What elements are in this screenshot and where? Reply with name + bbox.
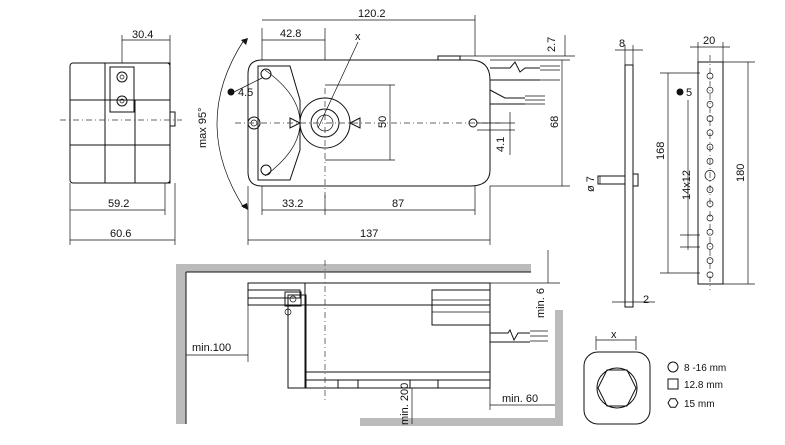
- bracket-hole: [706, 115, 714, 122]
- bracket-hole: [706, 257, 714, 264]
- dim-min6: min. 6: [535, 288, 547, 318]
- top-view: x 42.8 120.2 4.5 max 95° 50 68 2.7: [197, 8, 575, 245]
- legend-hexagon-label: 15 mm: [684, 399, 715, 410]
- dim-2: 2: [643, 294, 649, 306]
- shaft-adapter-view: x: [583, 329, 651, 425]
- bracket-hole: [706, 72, 714, 80]
- dim-2-7: 2.7: [546, 37, 558, 52]
- dim-50: 50: [377, 116, 389, 128]
- dim-8: 8: [619, 38, 625, 50]
- legend-circle-label: 8 -16 mm: [684, 363, 726, 374]
- dim-7: ø 7: [585, 176, 597, 192]
- side-view: 30.4 59.2 60.6: [60, 29, 182, 245]
- bracket-hole: [706, 129, 714, 137]
- dim-42-8: 42.8: [280, 28, 301, 40]
- dim-min60: min. 60: [502, 393, 538, 405]
- bracket-hole: [706, 228, 714, 236]
- bracket-front-view: 20 5 168 14x12 180: [655, 35, 755, 290]
- bracket-hole: [706, 271, 714, 279]
- bracket-hole: [706, 101, 714, 108]
- bracket-hole: [706, 157, 714, 165]
- dim-59-2: 59.2: [108, 198, 129, 210]
- bracket-hole: [706, 200, 714, 208]
- bracket-hole: [706, 243, 714, 250]
- dim-4-5: 4.5: [238, 87, 253, 99]
- dim-87: 87: [392, 198, 404, 210]
- dim-120-2: 120.2: [358, 8, 386, 20]
- dim-20: 20: [703, 35, 715, 47]
- bracket-hole: [706, 214, 714, 222]
- dim-137: 137: [360, 228, 378, 240]
- dim-min200: min. 200: [399, 383, 411, 425]
- bracket-hole: [706, 143, 714, 151]
- dim-180: 180: [735, 164, 747, 182]
- legend-hexagon-icon: [667, 398, 679, 408]
- legend-square-icon: [667, 378, 679, 390]
- dim-168: 168: [655, 142, 667, 160]
- legend-circle-icon: [667, 361, 679, 373]
- bracket-hole: [706, 86, 714, 94]
- dim-60-6: 60.6: [110, 228, 131, 240]
- dim-max95: max 95°: [197, 108, 209, 148]
- dim-5: 5: [686, 87, 692, 99]
- dim-x2: x: [611, 329, 617, 341]
- dim-33-2: 33.2: [282, 198, 303, 210]
- dim-min100: min.100: [192, 342, 231, 354]
- bracket-side-view: 8 ø 7 2: [585, 38, 655, 308]
- dim-68: 68: [549, 116, 561, 128]
- bracket-hole: [704, 170, 716, 181]
- bracket-hole: [706, 186, 714, 193]
- dim-30-4: 30.4: [132, 29, 153, 41]
- dim-14x12: 14x12: [681, 170, 693, 200]
- shaft-legend: 8 -16 mm 12.8 mm 15 mm: [667, 361, 726, 410]
- clearance-view: min. 6 min.100 min. 200 min. 60: [176, 250, 563, 426]
- dim-4-1: 4.1: [495, 137, 507, 152]
- bracket-holes: [704, 72, 716, 279]
- legend-square-label: 12.8 mm: [684, 380, 723, 391]
- dim-x-label: x: [355, 31, 361, 43]
